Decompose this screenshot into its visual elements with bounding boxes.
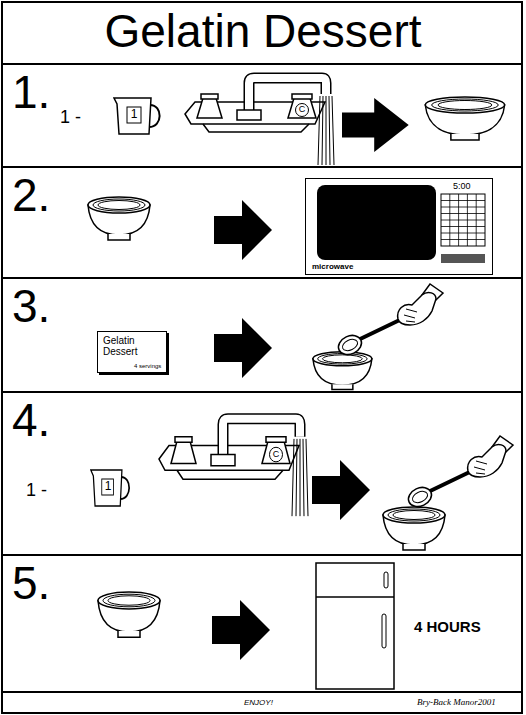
block-arrow <box>342 98 409 152</box>
step-number: 2. <box>12 172 50 218</box>
credit: Bry-Back Manor2001 <box>417 698 496 707</box>
fridge-handle <box>382 614 386 648</box>
block-arrow <box>214 318 272 378</box>
microwave-face <box>306 179 491 273</box>
tap-letter: C <box>270 450 282 459</box>
stirring-spoon <box>405 436 513 510</box>
measuring-cup: 1 <box>90 468 132 508</box>
fridge-body <box>316 563 394 689</box>
measuring-cup: 1 <box>113 96 163 136</box>
mixing-bowl <box>383 507 445 550</box>
quantity: 1 - <box>60 108 81 126</box>
fridge-door-split <box>316 596 394 598</box>
title: Gelatin Dessert <box>0 8 526 54</box>
cup-marking <box>127 107 141 123</box>
time-note: 4 HOURS <box>414 619 481 634</box>
block-arrow <box>212 600 270 660</box>
timer-display: 5:00 <box>453 182 471 191</box>
mixing-bowl <box>88 197 150 240</box>
step-band: 4.1 <box>3 393 521 556</box>
mixing-bowl <box>313 352 372 390</box>
step-number: 5. <box>12 560 50 606</box>
cup-outline <box>113 96 163 136</box>
appliance-label: microwave <box>312 263 353 271</box>
cup-amount: 1 <box>102 480 114 492</box>
keypad <box>441 194 485 246</box>
tap-letter: C <box>296 105 308 114</box>
mixing-bowl <box>425 97 504 140</box>
cup-amount: 1 <box>127 108 141 120</box>
step-band: 2. 5:00 microwave <box>3 168 521 279</box>
mixing-bowl <box>98 592 160 637</box>
sink-faucet <box>159 419 308 516</box>
package-name: Gelatin Dessert <box>103 336 157 357</box>
block-arrow <box>214 200 272 260</box>
step-band: 3. Gelatin Dessert 4 servings <box>3 279 521 393</box>
cup-body <box>91 470 122 506</box>
stirring-spoon <box>335 284 443 358</box>
step-number: 4. <box>12 397 50 443</box>
gelatin-box: Gelatin Dessert 4 servings <box>97 331 167 373</box>
serving-count: 4 servings <box>134 363 161 369</box>
footer-note: ENJOY! <box>244 699 273 707</box>
block-arrow <box>312 460 370 520</box>
microwave-window <box>317 185 436 260</box>
cup-marking <box>102 479 114 495</box>
sink-faucet <box>185 78 334 165</box>
microwave-oven: 5:00 microwave <box>305 178 493 275</box>
door-button <box>441 254 485 263</box>
fridge-handle <box>384 572 388 588</box>
keypad-grid <box>441 194 485 246</box>
refrigerator <box>316 563 394 689</box>
step-number: 1. <box>12 69 50 115</box>
quantity: 1 - <box>26 481 47 499</box>
step-number: 3. <box>12 283 50 329</box>
cup-body <box>114 98 151 134</box>
